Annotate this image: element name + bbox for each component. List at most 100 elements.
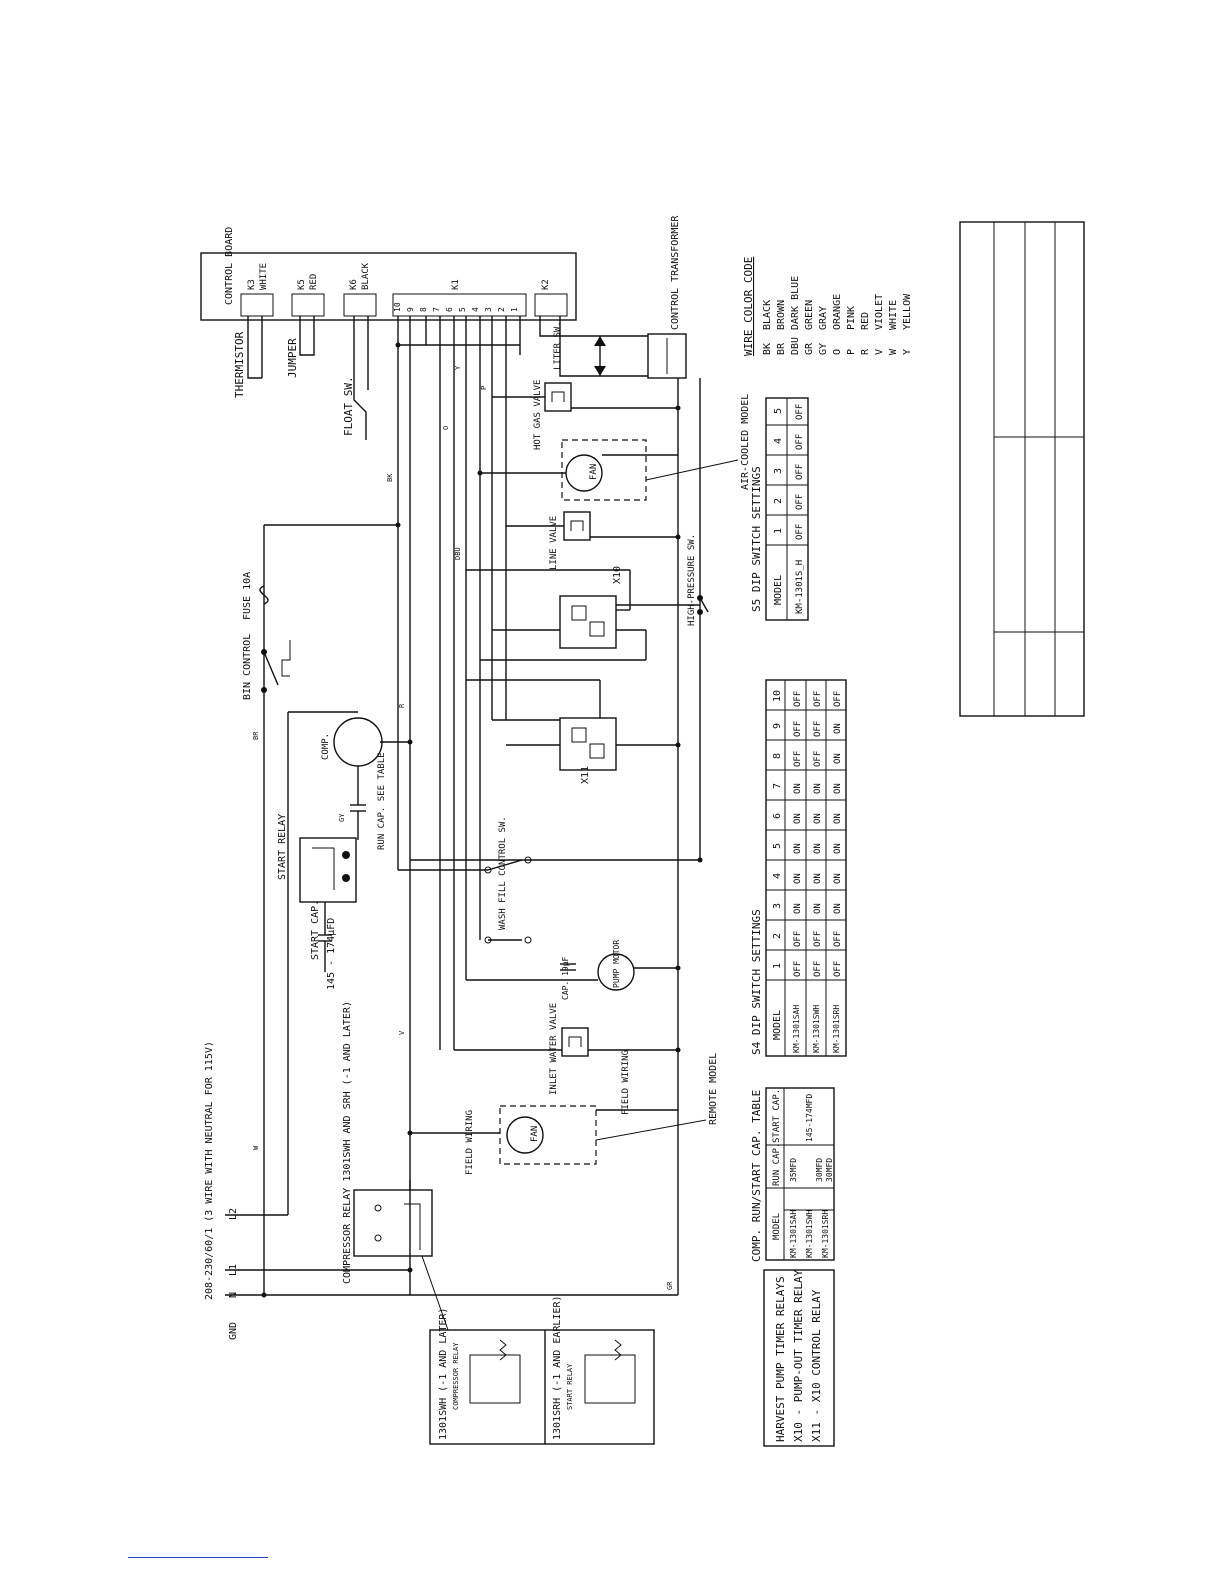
inlet-water-valve-label: INLET WATER VALVE (549, 1003, 559, 1095)
wire-color-entry: DBU DARK BLUE (790, 276, 801, 355)
s4-cell: ON (813, 813, 823, 824)
k1-pin-numbers: 10 9 8 7 6 5 4 3 2 1 (393, 302, 519, 312)
wire-color-name: GREEN (804, 300, 815, 330)
s4-header: 9 (772, 723, 783, 729)
s4-cell: OFF (813, 961, 823, 977)
s4-cell: ON (833, 783, 843, 794)
control-board: CONTROL BOARD K3 WHITE K5 RED K6 BLACK K… (200, 227, 577, 321)
wire-color-code: BK (762, 343, 773, 355)
wire-labels: BR W BK R O Y P DBU GY V GR (252, 365, 674, 1290)
s4-cell: KM-1301SRH (832, 1005, 841, 1053)
s4-cell: ON (813, 903, 823, 914)
fan-label: FAN (589, 464, 599, 480)
cap-cell: 30MFD (825, 1158, 834, 1182)
transformer-area: CONTROL TRANSFORMER LITER SW. (539, 215, 687, 379)
start-relay: START RELAY START CAP. 145 - 174µFD (277, 814, 357, 990)
float-switch-label: FLOAT SW. (342, 376, 355, 436)
s5-table-title: S5 DIP SWITCH SETTINGS (750, 466, 763, 612)
k1-pin: 6 (445, 307, 454, 312)
fan-air-cooled: FAN AIR-COOLED MODEL (480, 394, 751, 501)
wire-label: GY (338, 813, 346, 822)
wire-color-code: Y (902, 349, 913, 355)
k1-pin: 1 (510, 307, 519, 312)
s4-header: 8 (772, 753, 783, 759)
k6-label: K6 (349, 279, 359, 290)
field-wiring-label-2: FIELD WIRING (621, 1050, 631, 1115)
s4-cell: OFF (793, 721, 803, 737)
s4-cell: ON (833, 813, 843, 824)
k3-label: K3 (247, 279, 257, 290)
control-board-title: CONTROL BOARD (224, 227, 235, 305)
wire-color-entry: BK BLACK (762, 300, 773, 355)
title-block (959, 221, 1085, 717)
wire-color-entry: V VIOLET (874, 294, 885, 355)
s5-dip-table: S5 DIP SWITCH SETTINGS MODEL 1 2 3 4 5 K… (750, 397, 809, 621)
wire-label: GR (666, 1281, 674, 1290)
junction-dots (261, 342, 703, 1298)
k5-label: K5 (297, 279, 307, 290)
wire-color-name: GRAY (818, 306, 829, 330)
k1-label: K1 (451, 279, 461, 290)
relay-legend: HARVEST PUMP TIMER RELAYS X10 - PUMP-OUT… (763, 1269, 835, 1447)
cap-cell: KM-1301SAH (789, 1210, 798, 1258)
s4-header: 7 (772, 783, 783, 789)
inset-box2-title: 1301SRH (-1 AND EARLIER) (552, 1296, 563, 1441)
k3-color: WHITE (259, 263, 269, 290)
s5-cell: OFF (795, 404, 805, 420)
wire-color-code: DBU (790, 337, 801, 355)
s4-cell: OFF (813, 721, 823, 737)
s4-cell: KM-1301SWH (812, 1005, 821, 1053)
s4-header: 5 (772, 843, 783, 849)
s4-cell: OFF (793, 751, 803, 767)
cap-cell: 35MFD (789, 1158, 798, 1182)
wire-label: W (252, 1145, 260, 1150)
start-cap-value: 145 - 174µFD (326, 918, 337, 990)
wire-color-code: WIRE COLOR CODE BK BLACK BR BROWN DBU DA… (742, 257, 913, 356)
wire-color-code: V (874, 349, 885, 355)
s5-header: 2 (773, 498, 784, 504)
k6-color: BLACK (361, 262, 371, 290)
k1-pin: 10 (393, 302, 402, 312)
s4-cell: ON (793, 843, 803, 854)
cap-19-label: CAP. 19µF (561, 956, 570, 1000)
wire-color-code: W (888, 348, 899, 355)
supply-voltage-label: 208-230/60/1 (3 WIRE WITH NEUTRAL FOR 11… (204, 1041, 215, 1300)
s4-cell: OFF (813, 691, 823, 707)
wire-color-name: ORANGE (832, 294, 843, 330)
s4-header: 1 (772, 963, 783, 969)
wire-label: Y (454, 365, 462, 370)
relay-legend-line2: X11 - X10 CONTROL RELAY (810, 1289, 823, 1442)
s4-cell: ON (793, 903, 803, 914)
wire-color-name: DARK BLUE (790, 276, 801, 330)
wire-label: O (442, 426, 450, 430)
wire-color-name: BLACK (762, 300, 773, 330)
s4-header: MODEL (772, 1010, 783, 1040)
bus-lines (225, 316, 701, 1296)
compressor: COMP. RUN CAP. SEE TABLE (321, 717, 410, 850)
high-pressure-sw-label: HIGH-PRESSURE SW. (687, 534, 697, 626)
wire-color-entry: O ORANGE (832, 294, 843, 355)
relay-x11: X11 (466, 679, 678, 784)
wire-color-name: VIOLET (874, 294, 885, 330)
wire-label: BK (386, 473, 394, 482)
remote-fan-label: FAN (530, 1126, 540, 1142)
s4-cell: OFF (793, 931, 803, 947)
s4-cell: ON (833, 723, 843, 734)
gnd-label: GND (228, 1322, 239, 1340)
wire-color-name: PINK (846, 306, 857, 330)
compressor-relay-label: COMPRESSOR RELAY 1301SWH AND SRH (-1 AND… (342, 1001, 353, 1284)
s4-cell: OFF (793, 691, 803, 707)
pump-motor: PUMP MOTOR CAP. 19µF (466, 940, 678, 1000)
comp-label: COMP. (321, 733, 331, 760)
wire-label: BR (252, 731, 260, 740)
s4-cell: OFF (833, 691, 843, 707)
l2-label: L2 (228, 1208, 239, 1220)
s4-cell: OFF (833, 931, 843, 947)
k2-label: K2 (541, 279, 551, 290)
cap-cell: KM-1301SRH (821, 1210, 830, 1258)
wire-color-code: P (846, 349, 857, 355)
s5-header: 3 (773, 468, 784, 474)
inset-box2-sub: START RELAY (566, 1363, 574, 1410)
s4-table-title: S4 DIP SWITCH SETTINGS (750, 909, 763, 1055)
x11-label: X11 (580, 766, 591, 784)
